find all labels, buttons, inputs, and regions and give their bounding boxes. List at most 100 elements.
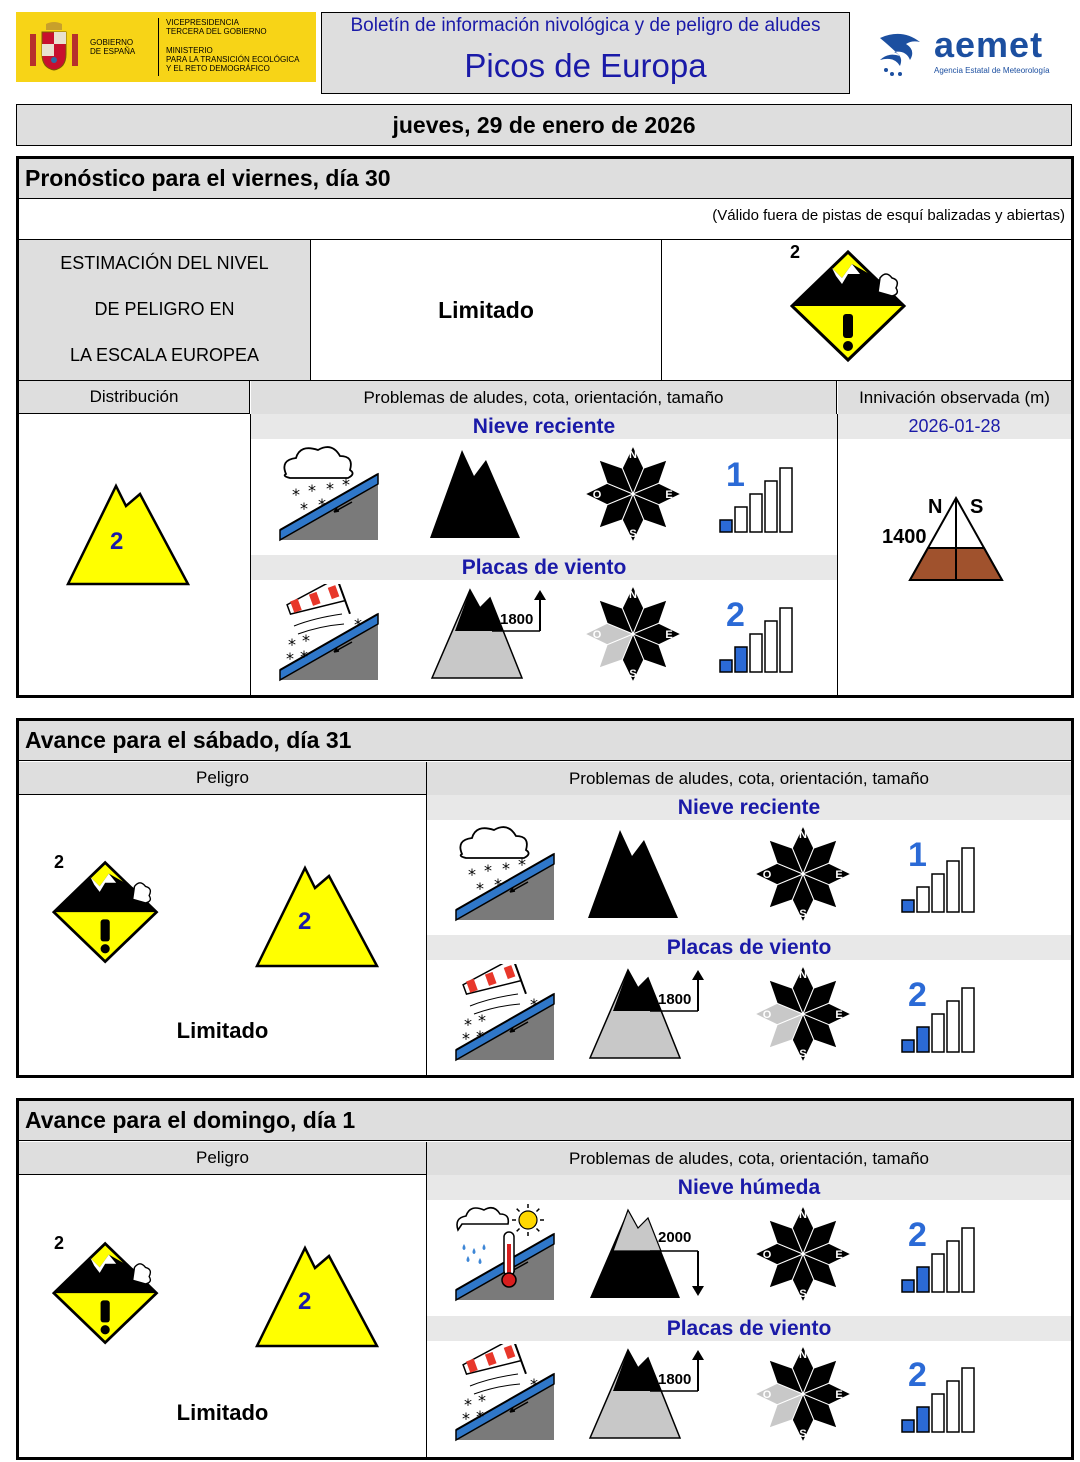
svg-text:2: 2 (726, 596, 745, 634)
problem-name: Placas de viento (251, 555, 837, 580)
aemet-subtitle: Agencia Estatal de Meteorología (934, 66, 1050, 75)
svg-text:E: E (835, 1389, 842, 1401)
gov-name-line2: DE ESPAÑA (90, 47, 136, 56)
danger-level-text: Limitado (176, 1400, 269, 1425)
svg-text:*: * (462, 1029, 470, 1048)
bulletin-header-box: Boletín de información nivológica y de p… (321, 12, 850, 94)
wind-slab-icon: ***** (455, 964, 555, 1062)
svg-text:N: N (799, 1349, 807, 1361)
forecast-title: Pronóstico para el viernes, día 30 (19, 159, 1071, 199)
gov-vice-line2: TERCERA DEL GOBIERNO (166, 27, 267, 36)
snow-altitude: 1400 (882, 526, 927, 548)
svg-text:N: N (799, 969, 807, 981)
problem-name: Placas de viento (427, 935, 1071, 960)
distribution-number: 2 (110, 528, 124, 555)
aspect-compass-icon: N E S O (753, 1344, 853, 1444)
danger-level-number: 2 (54, 852, 65, 872)
avalanche-size-icon: 1 (719, 456, 793, 533)
svg-text:*: * (464, 1395, 472, 1414)
problem-name: Placas de viento (427, 1316, 1071, 1341)
snow-observed-header: Innivación observada (m) (838, 381, 1071, 414)
elevation-all-icon (430, 450, 520, 538)
svg-text:S: S (629, 668, 636, 680)
avalanche-size-icon: 1 (901, 836, 975, 913)
danger-level-text: Limitado (438, 296, 534, 323)
svg-text:O: O (763, 1009, 772, 1021)
svg-text:E: E (665, 629, 672, 641)
outlook-sunday-section (16, 1098, 1074, 1460)
outlook-sunday-title: Avance para el domingo, día 1 (19, 1101, 1071, 1141)
svg-text:*: * (502, 859, 510, 878)
danger-level-number: 2 (790, 242, 801, 262)
problem-name: Nieve húmeda (427, 1175, 1071, 1200)
new-snow-icon: ****** (455, 826, 555, 922)
snow-observed-date: 2026-01-28 (838, 414, 1071, 439)
outlook-saturday-title: Avance para el sábado, día 31 (19, 721, 1071, 761)
danger-level-number: 2 (54, 1233, 65, 1253)
svg-text:*: * (478, 1011, 486, 1030)
svg-text:E: E (835, 1249, 842, 1261)
svg-text:*: * (478, 1391, 486, 1410)
svg-text:2: 2 (908, 1356, 927, 1394)
svg-text:1800: 1800 (658, 991, 691, 1008)
svg-text:*: * (292, 485, 300, 504)
problems-header: Problemas de aludes, cota, orientación, … (427, 1142, 1071, 1175)
problems-header: Problemas de aludes, cota, orientación, … (251, 381, 837, 414)
svg-text:1800: 1800 (658, 1371, 691, 1388)
svg-text:*: * (300, 647, 308, 666)
government-logo: GOBIERNO DE ESPAÑA VICEPRESIDENCIA TERCE… (16, 12, 316, 82)
svg-text:N: N (629, 449, 637, 461)
wind-slab-icon: ***** (455, 1344, 555, 1442)
forecast-validity: (Válido fuera de pistas de esquí balizad… (712, 207, 1065, 224)
distribution-mountain-icon (66, 483, 190, 586)
danger-diamond-icon (52, 860, 159, 964)
gov-vice-line1: VICEPRESIDENCIA (166, 18, 239, 27)
outlook-saturday-section (16, 718, 1074, 1078)
wind-slab-icon: ***** (279, 584, 379, 682)
distribution-number: 2 (298, 908, 312, 935)
svg-text:S: S (799, 1428, 806, 1440)
elevation-above-icon: 1800 (588, 1348, 704, 1439)
problem-name: Nieve reciente (251, 414, 837, 439)
distribution-header: Distribución (19, 381, 250, 414)
avalanche-size-icon: 2 (901, 1356, 975, 1433)
danger-header: Peligro (19, 1142, 426, 1175)
aemet-swirl-icon (880, 33, 920, 76)
svg-text:*: * (286, 649, 294, 668)
svg-text:E: E (835, 1009, 842, 1021)
svg-text:*: * (318, 495, 326, 514)
svg-text:*: * (484, 861, 492, 880)
svg-text:S: S (799, 1048, 806, 1060)
svg-text:*: * (468, 865, 476, 884)
svg-text:S: S (799, 908, 806, 920)
bulletin-date: jueves, 29 de enero de 2026 (16, 104, 1072, 146)
svg-text:O: O (763, 1389, 772, 1401)
elevation-above-icon: 1800 (588, 968, 704, 1059)
region-title: Picos de Europa (464, 47, 707, 84)
svg-text:*: * (494, 875, 502, 894)
svg-text:*: * (476, 879, 484, 898)
svg-text:*: * (462, 1409, 470, 1428)
svg-text:S: S (799, 1288, 806, 1300)
svg-text:O: O (593, 489, 602, 501)
avalanche-size-icon: 2 (901, 1216, 975, 1293)
problem-name: Nieve reciente (427, 795, 1071, 820)
svg-text:*: * (476, 1027, 484, 1046)
svg-text:N: N (799, 1209, 807, 1221)
distribution-mountain-icon (255, 865, 379, 968)
problems-header: Problemas de aludes, cota, orientación, … (427, 762, 1071, 795)
svg-text:N: N (629, 589, 637, 601)
danger-level-icon: 2 (780, 242, 910, 366)
distribution-mountain-icon (255, 1245, 379, 1348)
svg-text:N: N (799, 829, 807, 841)
danger-header: Peligro (19, 762, 426, 795)
svg-text:*: * (308, 481, 316, 500)
gov-min-line2: PARA LA TRANSICIÓN ECOLÓGICA (166, 55, 300, 64)
gov-min-line1: MINISTERIO (166, 46, 213, 55)
aspect-compass-icon: N E S O (753, 964, 853, 1064)
svg-text:2: 2 (908, 976, 927, 1014)
svg-text:*: * (354, 615, 362, 634)
